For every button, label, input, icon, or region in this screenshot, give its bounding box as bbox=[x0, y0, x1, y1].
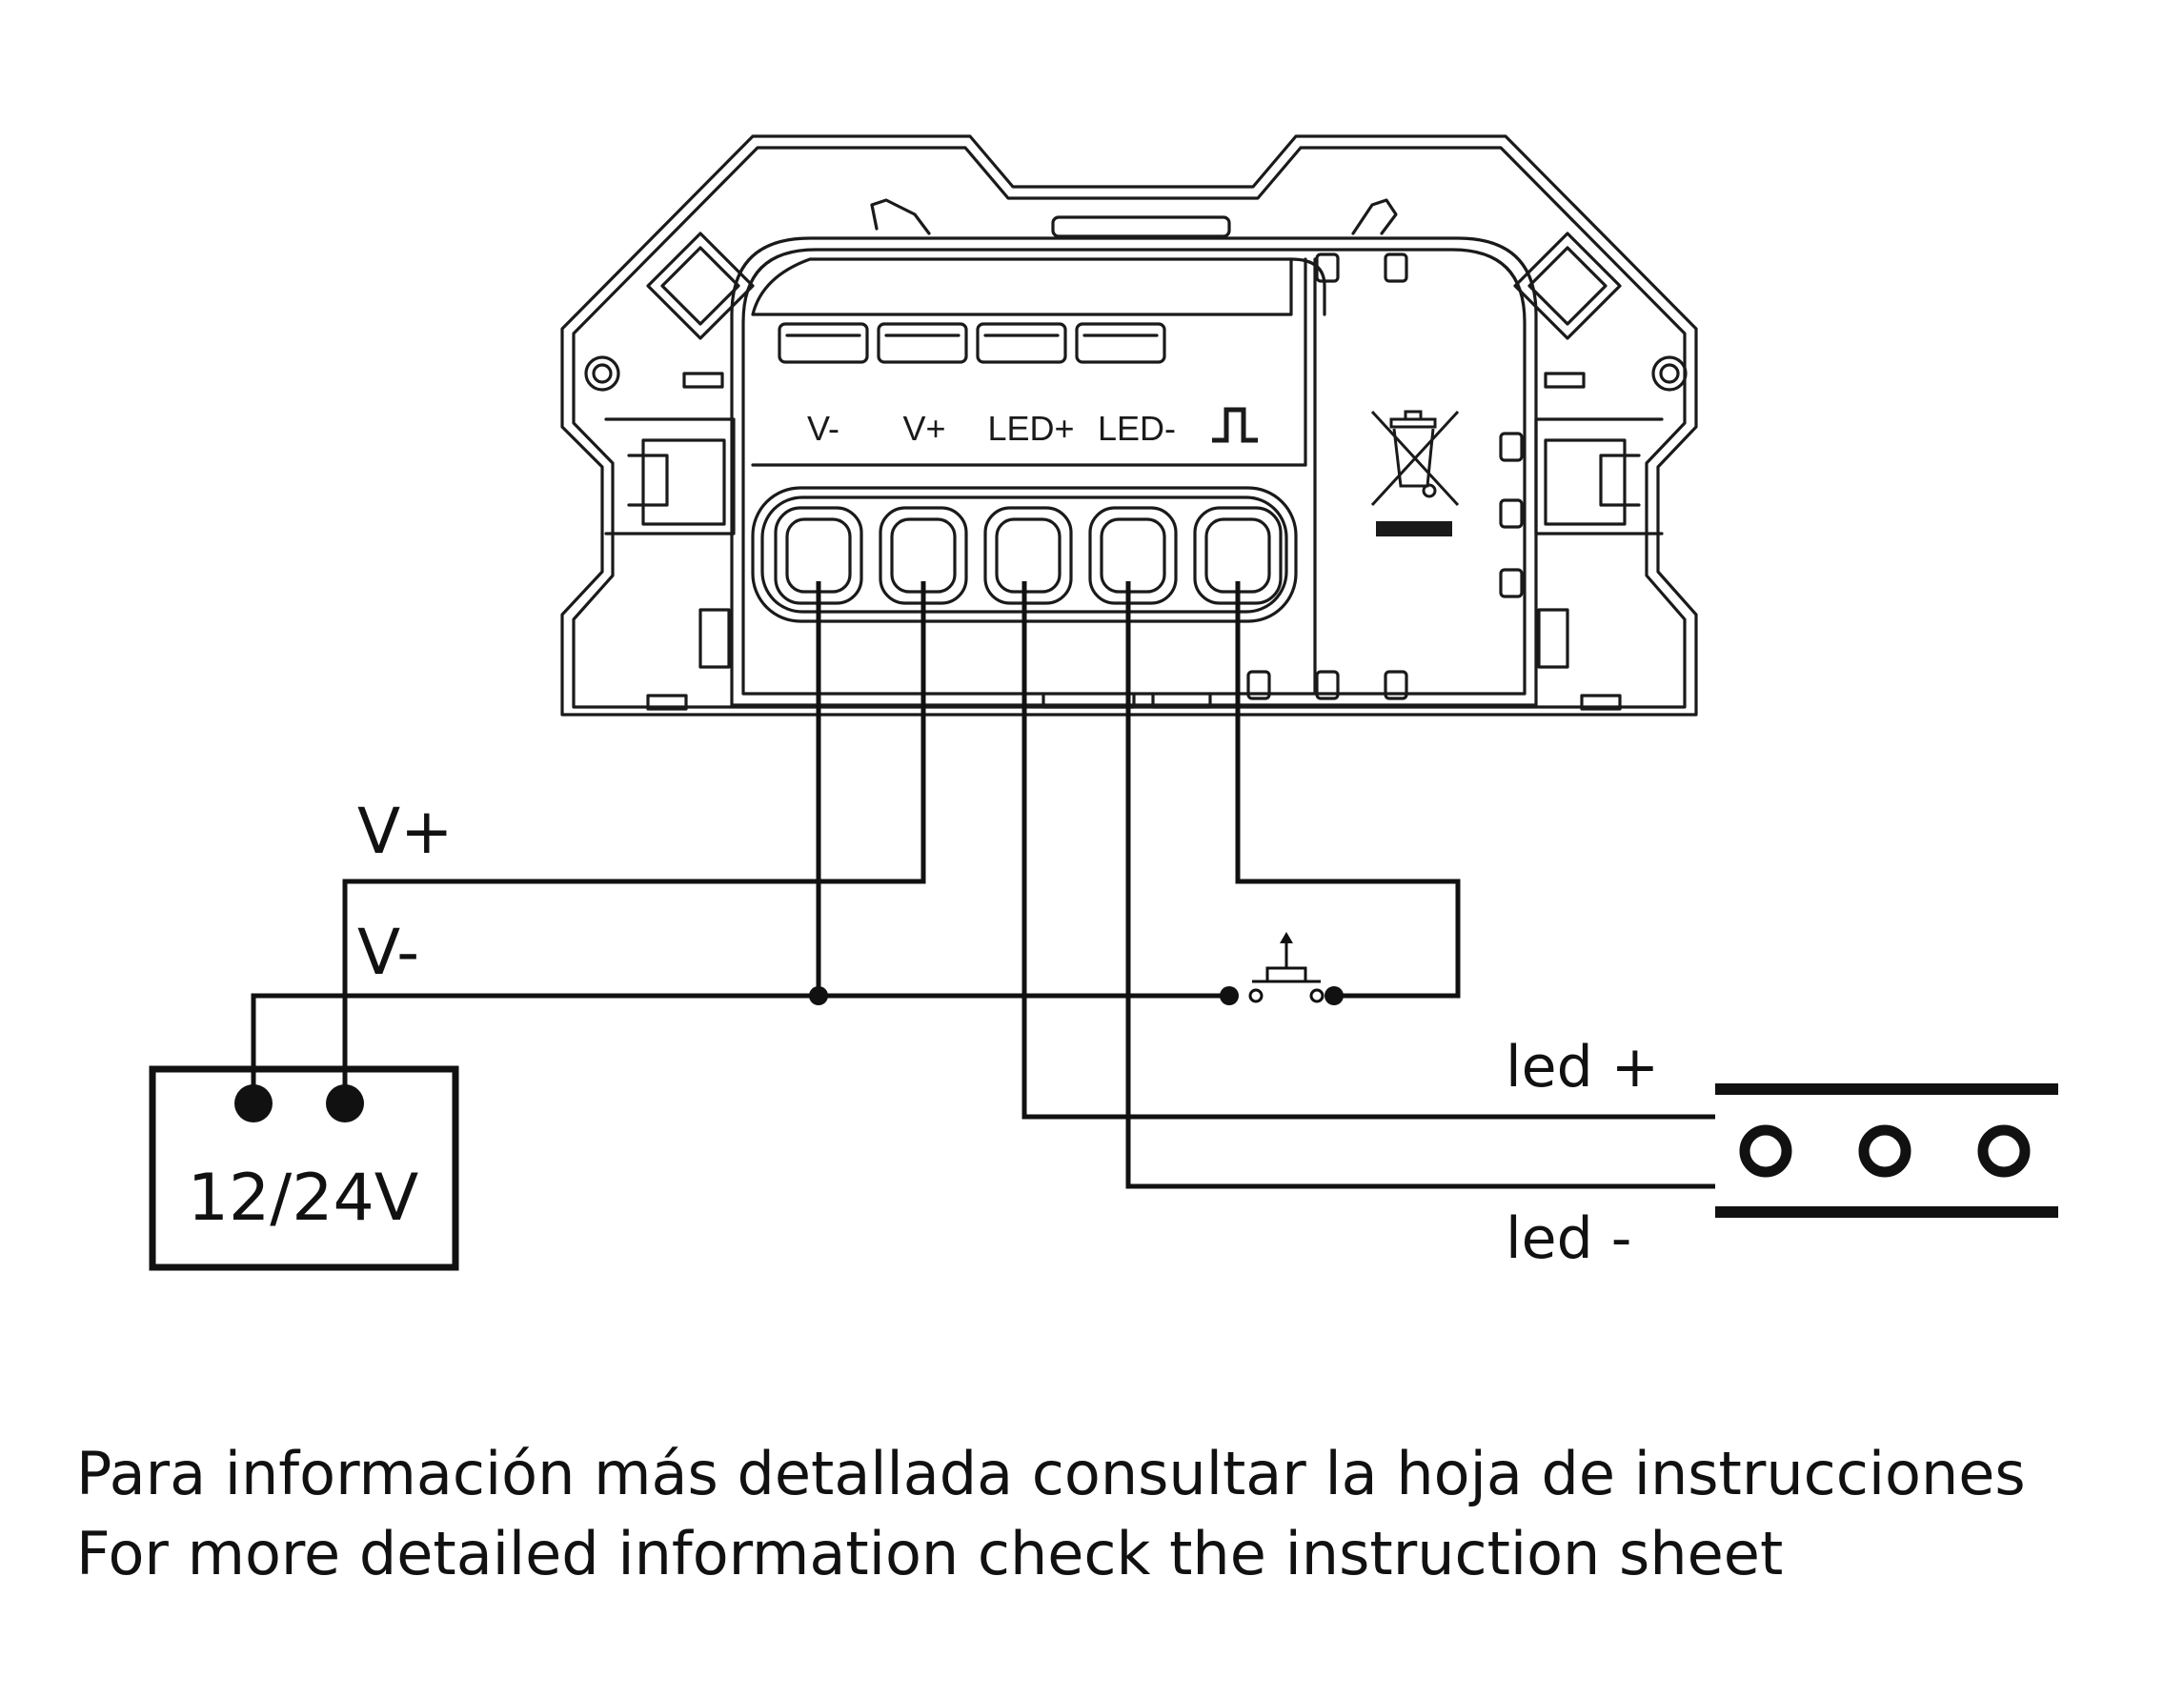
wire-led-minus bbox=[1125, 581, 1715, 1189]
wire-v-plus bbox=[342, 581, 926, 1101]
junction-dot bbox=[809, 986, 828, 1005]
led-strip-icon bbox=[1715, 1083, 2058, 1218]
terminal-label-led-plus: LED+ bbox=[987, 409, 1074, 448]
v-minus-label: V- bbox=[357, 916, 419, 989]
pulse-input-icon bbox=[1212, 407, 1258, 443]
dimmer-module bbox=[560, 134, 1698, 717]
psu-voltage-label: 12/24V bbox=[188, 1161, 418, 1236]
terminal-label-led-minus: LED- bbox=[1098, 409, 1176, 448]
wire-led-plus bbox=[1021, 581, 1715, 1120]
wires bbox=[251, 581, 1715, 1189]
led-plus-label: led + bbox=[1506, 1034, 1659, 1101]
crossed-out-bin-icon bbox=[1370, 410, 1460, 536]
terminal-label-v-plus: V+ bbox=[902, 409, 945, 448]
v-plus-label: V+ bbox=[357, 795, 453, 868]
footer-line-es: Para información más detallada consultar… bbox=[76, 1439, 2026, 1508]
footer-line-en: For more detailed information check the … bbox=[76, 1519, 1784, 1588]
wire-v-minus bbox=[251, 993, 1229, 1101]
terminal-label-v-minus: V- bbox=[807, 409, 839, 448]
pushbutton-icon bbox=[1220, 932, 1344, 1005]
wire-pushbutton bbox=[1235, 581, 1461, 999]
footer-note: Para información más detallada consultar… bbox=[76, 1434, 2026, 1594]
power-supply: 12/24V bbox=[149, 1065, 459, 1271]
led-minus-label: led - bbox=[1506, 1205, 1631, 1272]
terminal-holes bbox=[774, 506, 1283, 605]
terminal-labels: V- V+ LED+ LED- bbox=[807, 409, 1176, 448]
